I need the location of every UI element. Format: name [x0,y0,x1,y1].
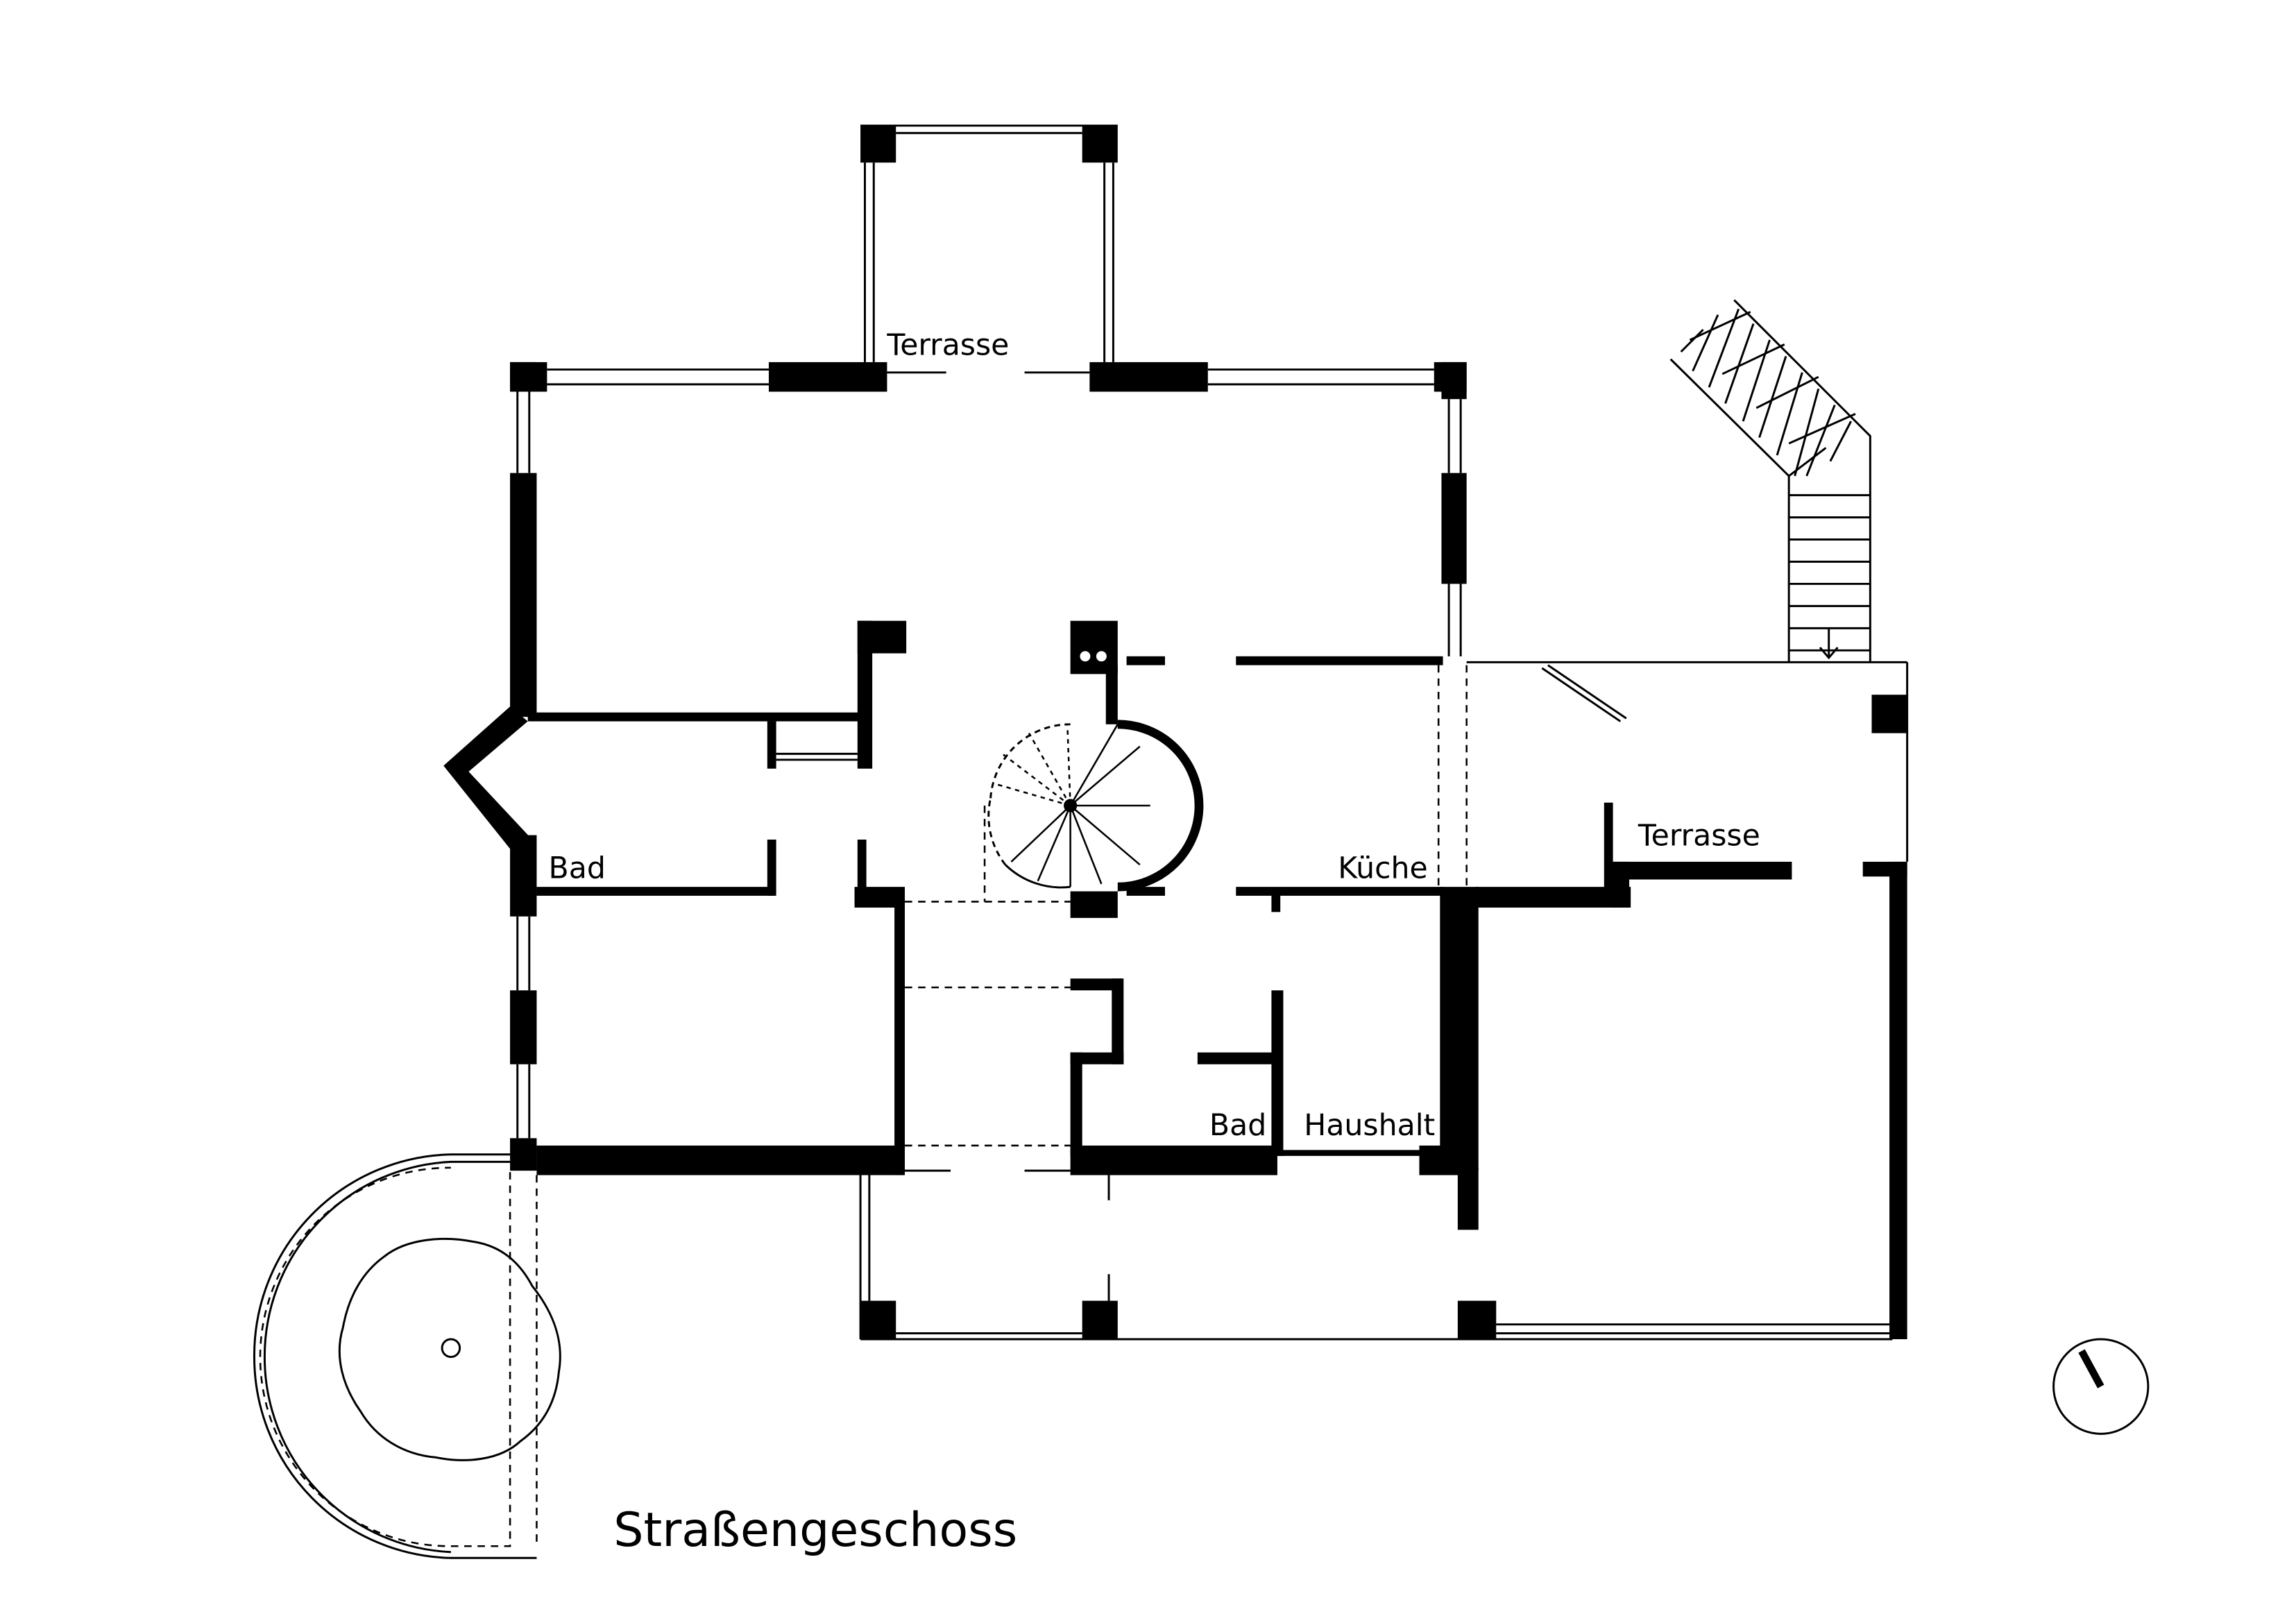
plan-title: Straßengeschoss [613,1503,1017,1558]
room-label-bath-west: Bad [548,851,605,885]
room-label-bath-south: Bad [1209,1108,1266,1143]
fine-lines [516,124,1909,1341]
room-label-terrace-north: Terrasse [886,328,1009,362]
dashed-lines [259,665,1468,1547]
north-arrow-icon [2052,1338,2150,1435]
room-label-terrace-east: Terrasse [1638,818,1760,853]
room-label-kitchen: Küche [1338,851,1427,885]
tree-trunk-icon [441,1338,461,1359]
walls [443,126,1907,1339]
tree-icon [338,1237,561,1461]
room-label-utility: Haushalt [1304,1108,1435,1143]
round-terrace [253,1153,561,1559]
spiral-staircase-icon [987,720,1204,892]
